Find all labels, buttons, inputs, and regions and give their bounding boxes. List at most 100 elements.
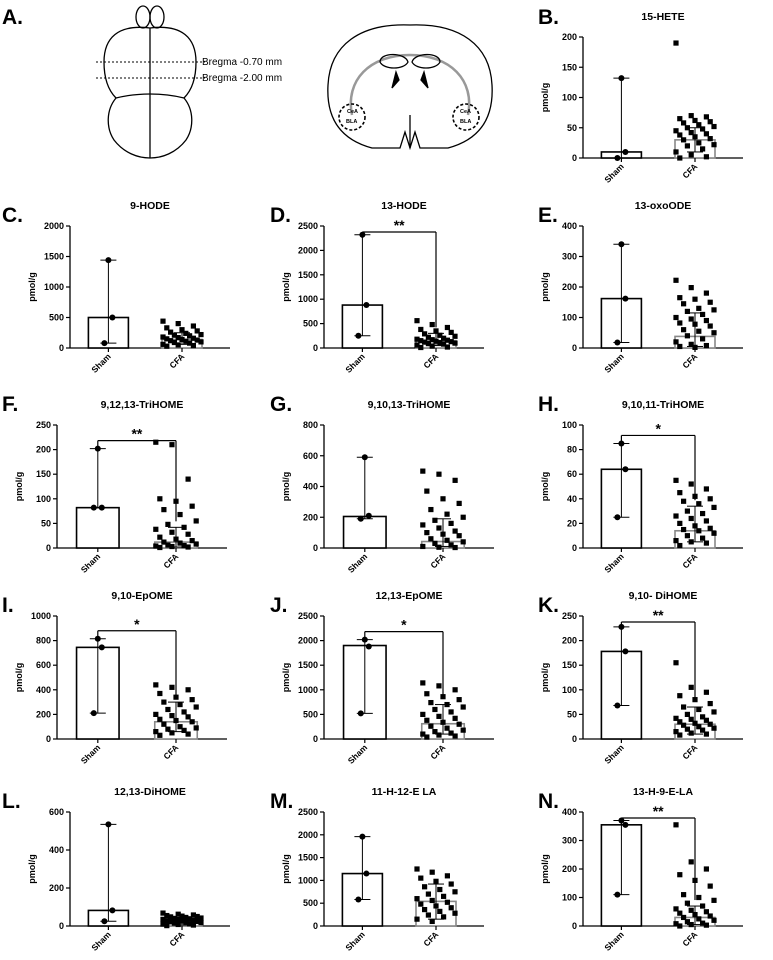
sham-point <box>105 821 112 828</box>
cfa-point <box>688 316 694 322</box>
cfa-point <box>681 120 687 126</box>
y-tick-label: 200 <box>562 32 577 42</box>
cfa-point <box>673 40 679 46</box>
cfa-point <box>444 511 450 517</box>
cfa-point <box>703 717 709 723</box>
cfa-point <box>194 913 200 920</box>
region-bla-right: BLA <box>460 119 471 125</box>
cfa-point <box>185 544 191 550</box>
y-tick-label: 2500 <box>298 221 318 231</box>
sham-point <box>614 891 621 898</box>
cfa-point <box>673 729 679 735</box>
significance-stars: ** <box>131 426 142 442</box>
cfa-point <box>437 332 443 338</box>
panel-label: D. <box>270 204 291 227</box>
cfa-point <box>160 334 166 340</box>
y-tick-label: 400 <box>36 685 51 695</box>
cfa-point <box>688 515 694 522</box>
cfa-point <box>444 725 450 731</box>
cfa-point <box>677 116 683 122</box>
cfa-point <box>185 687 191 693</box>
cfa-point <box>696 305 702 311</box>
cfa-point <box>179 327 185 333</box>
cfa-point <box>448 709 454 715</box>
panel-label: K. <box>538 594 559 617</box>
cfa-point <box>692 912 698 918</box>
x-tick-label: Sham <box>346 742 370 766</box>
x-tick-label: Sham <box>346 551 370 575</box>
sham-point <box>109 907 116 914</box>
chart-title: 9-HODE <box>130 200 170 212</box>
sham-point <box>109 314 116 321</box>
y-tick-label: 600 <box>36 660 51 670</box>
sham-point <box>355 332 362 339</box>
cfa-point <box>703 114 709 120</box>
sham-point <box>101 918 108 925</box>
cfa-point <box>677 693 683 699</box>
cfa-point <box>700 336 706 342</box>
cfa-point <box>153 711 159 717</box>
cfa-point <box>703 540 709 546</box>
cfa-point <box>429 343 435 349</box>
cfa-point <box>168 919 174 925</box>
cfa-point <box>711 123 717 130</box>
y-tick-label: 0 <box>313 543 318 553</box>
cfa-point <box>185 476 191 482</box>
chart-panel-6: G.9,10,13-TriHOMEpmol/g0200400600800Sham… <box>270 393 494 575</box>
y-axis-label: pmol/g <box>281 272 291 302</box>
y-tick-label: 0 <box>572 543 577 553</box>
cfa-point <box>181 709 187 715</box>
cfa-point <box>168 329 174 335</box>
sham-point <box>614 702 621 709</box>
cfa-point <box>420 522 426 528</box>
cfa-point <box>711 307 717 313</box>
x-tick-label: Sham <box>602 551 626 575</box>
cfa-point <box>696 894 702 901</box>
cfa-point <box>707 525 713 531</box>
cfa-point <box>700 510 706 517</box>
cfa-point <box>696 916 702 922</box>
cfa-point <box>429 897 435 904</box>
y-tick-label: 40 <box>567 494 577 504</box>
cfa-point <box>194 918 200 925</box>
y-axis-label: pmol/g <box>281 663 291 693</box>
cfa-point <box>429 337 435 343</box>
chart-title: 9,10,13-TriHOME <box>368 399 451 411</box>
cfa-point <box>673 314 679 321</box>
cfa-point <box>437 886 443 893</box>
y-tick-label: 300 <box>562 836 577 846</box>
cfa-point <box>185 531 191 537</box>
y-tick-label: 2500 <box>298 611 318 621</box>
cfa-point <box>688 285 694 291</box>
y-tick-label: 400 <box>303 482 318 492</box>
cfa-point <box>190 912 196 918</box>
cfa-point <box>677 923 683 929</box>
cfa-point <box>161 507 167 513</box>
chart-panel-12: M.11-H-12-E LApmol/g05001000150020002500… <box>270 786 484 953</box>
cfa-point <box>414 866 420 872</box>
cfa-point <box>696 328 702 334</box>
sham-point <box>622 148 629 155</box>
cfa-point <box>175 321 181 327</box>
panel-label: J. <box>270 594 288 617</box>
cfa-point <box>198 919 204 926</box>
cfa-point <box>456 533 462 539</box>
y-tick-label: 2000 <box>298 636 318 646</box>
cfa-point <box>187 921 193 927</box>
y-tick-label: 150 <box>562 660 577 670</box>
cfa-point <box>673 715 679 721</box>
cfa-point <box>452 528 458 534</box>
cfa-point <box>181 542 187 549</box>
cfa-point <box>681 137 687 143</box>
cfa-point <box>707 323 713 329</box>
cfa-point <box>422 339 428 345</box>
cfa-point <box>700 146 706 152</box>
cfa-point <box>193 725 199 731</box>
cfa-point <box>677 910 683 916</box>
cfa-point <box>436 544 442 550</box>
